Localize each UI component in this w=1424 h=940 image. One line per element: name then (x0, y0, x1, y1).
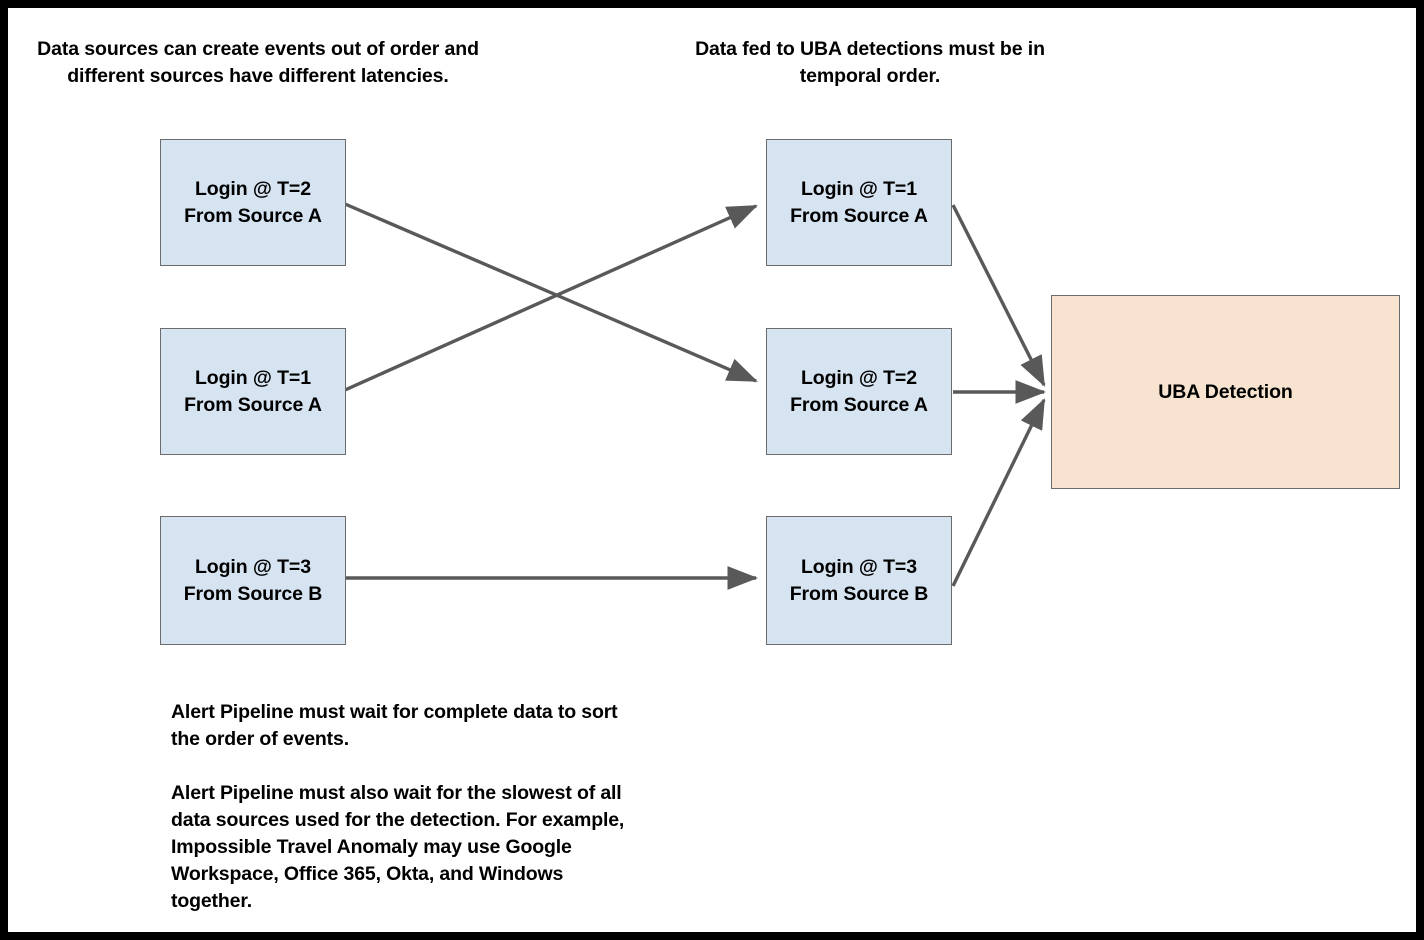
edge-right-t3-to-uba (951, 398, 1046, 587)
node-left-login-t1-source-a[interactable]: Login @ T=1 From Source A (160, 328, 346, 455)
node-right-login-t2-source-a[interactable]: Login @ T=2 From Source A (766, 328, 952, 455)
note-slowest-source: Alert Pipeline must also wait for the sl… (171, 782, 625, 913)
node-label: Login @ T=1 From Source A (184, 366, 322, 416)
node-left-login-t2-source-a[interactable]: Login @ T=2 From Source A (160, 139, 346, 266)
heading-right: Data fed to UBA detections must be in te… (695, 38, 1045, 87)
heading-left: Data sources can create events out of or… (37, 38, 479, 87)
edge-right-t1-to-uba (951, 204, 1046, 387)
node-label: Login @ T=1 From Source A (790, 177, 928, 227)
node-uba-detection[interactable]: UBA Detection (1051, 295, 1400, 489)
edge-left-t2-to-right-t2 (344, 202, 758, 383)
node-left-login-t3-source-b[interactable]: Login @ T=3 From Source B (160, 516, 346, 645)
node-label: Login @ T=2 From Source A (184, 177, 322, 227)
diagram-stage: Data sources can create events out of or… (8, 8, 1416, 932)
node-label: Login @ T=2 From Source A (790, 366, 928, 416)
node-right-login-t1-source-a[interactable]: Login @ T=1 From Source A (766, 139, 952, 266)
node-label: Login @ T=3 From Source B (183, 555, 323, 605)
note-sort-order: Alert Pipeline must wait for complete da… (171, 701, 618, 751)
node-right-login-t3-source-b[interactable]: Login @ T=3 From Source B (766, 516, 952, 645)
edge-left-t1-to-right-t1 (344, 204, 758, 392)
node-label: Login @ T=3 From Source B (789, 555, 929, 605)
node-label: UBA Detection (1158, 380, 1293, 403)
